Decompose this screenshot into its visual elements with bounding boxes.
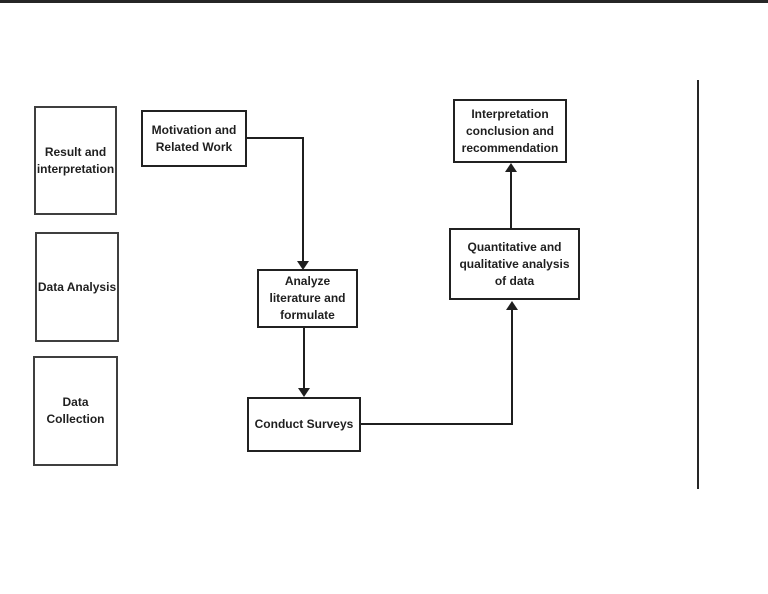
lane-box-result-and-interpretation: Result and interpretation (34, 106, 117, 215)
lane-box-label: Result and interpretation (36, 144, 115, 176)
flow-box-label: Quantitative and qualitative analysis of… (459, 239, 570, 288)
flow-box-label: Motivation and Related Work (151, 122, 237, 154)
flow-box-quantitative-qualitative-analysis: Quantitative and qualitative analysis of… (449, 228, 580, 300)
arrowhead-up-icon (506, 301, 518, 310)
arrow-segment (361, 423, 513, 425)
arrow-segment (247, 137, 304, 139)
lane-divider-bottom (7, 0, 768, 2)
lane-box-label: Data Analysis (37, 279, 117, 294)
flow-box-label: Analyze literature and formulate (269, 274, 346, 322)
flow-box-label: Conduct Surveys (254, 417, 354, 431)
flow-box-interpretation-conclusion-recommendation: Interpretation conclusion and recommenda… (453, 99, 567, 163)
flow-box-conduct-surveys: Conduct Surveys (247, 397, 361, 452)
arrow-segment (303, 328, 305, 389)
arrowhead-down-icon (298, 388, 310, 397)
lane-box-label: Data Collection (46, 395, 105, 426)
arrow-segment (511, 310, 513, 425)
flow-box-label: Interpretation conclusion and recommenda… (461, 106, 559, 155)
flow-box-analyze-literature-and-formulate: Analyze literature and formulate (257, 269, 358, 328)
flow-box-motivation-and-related-work: Motivation and Related Work (141, 110, 247, 167)
arrowhead-down-icon (297, 261, 309, 270)
lane-box-data-collection: Data Collection (33, 356, 118, 466)
arrowhead-up-icon (505, 163, 517, 172)
lane-right-border (697, 80, 699, 489)
arrow-segment (510, 172, 512, 229)
arrow-segment (302, 137, 304, 262)
lane-box-data-analysis: Data Analysis (35, 232, 119, 342)
